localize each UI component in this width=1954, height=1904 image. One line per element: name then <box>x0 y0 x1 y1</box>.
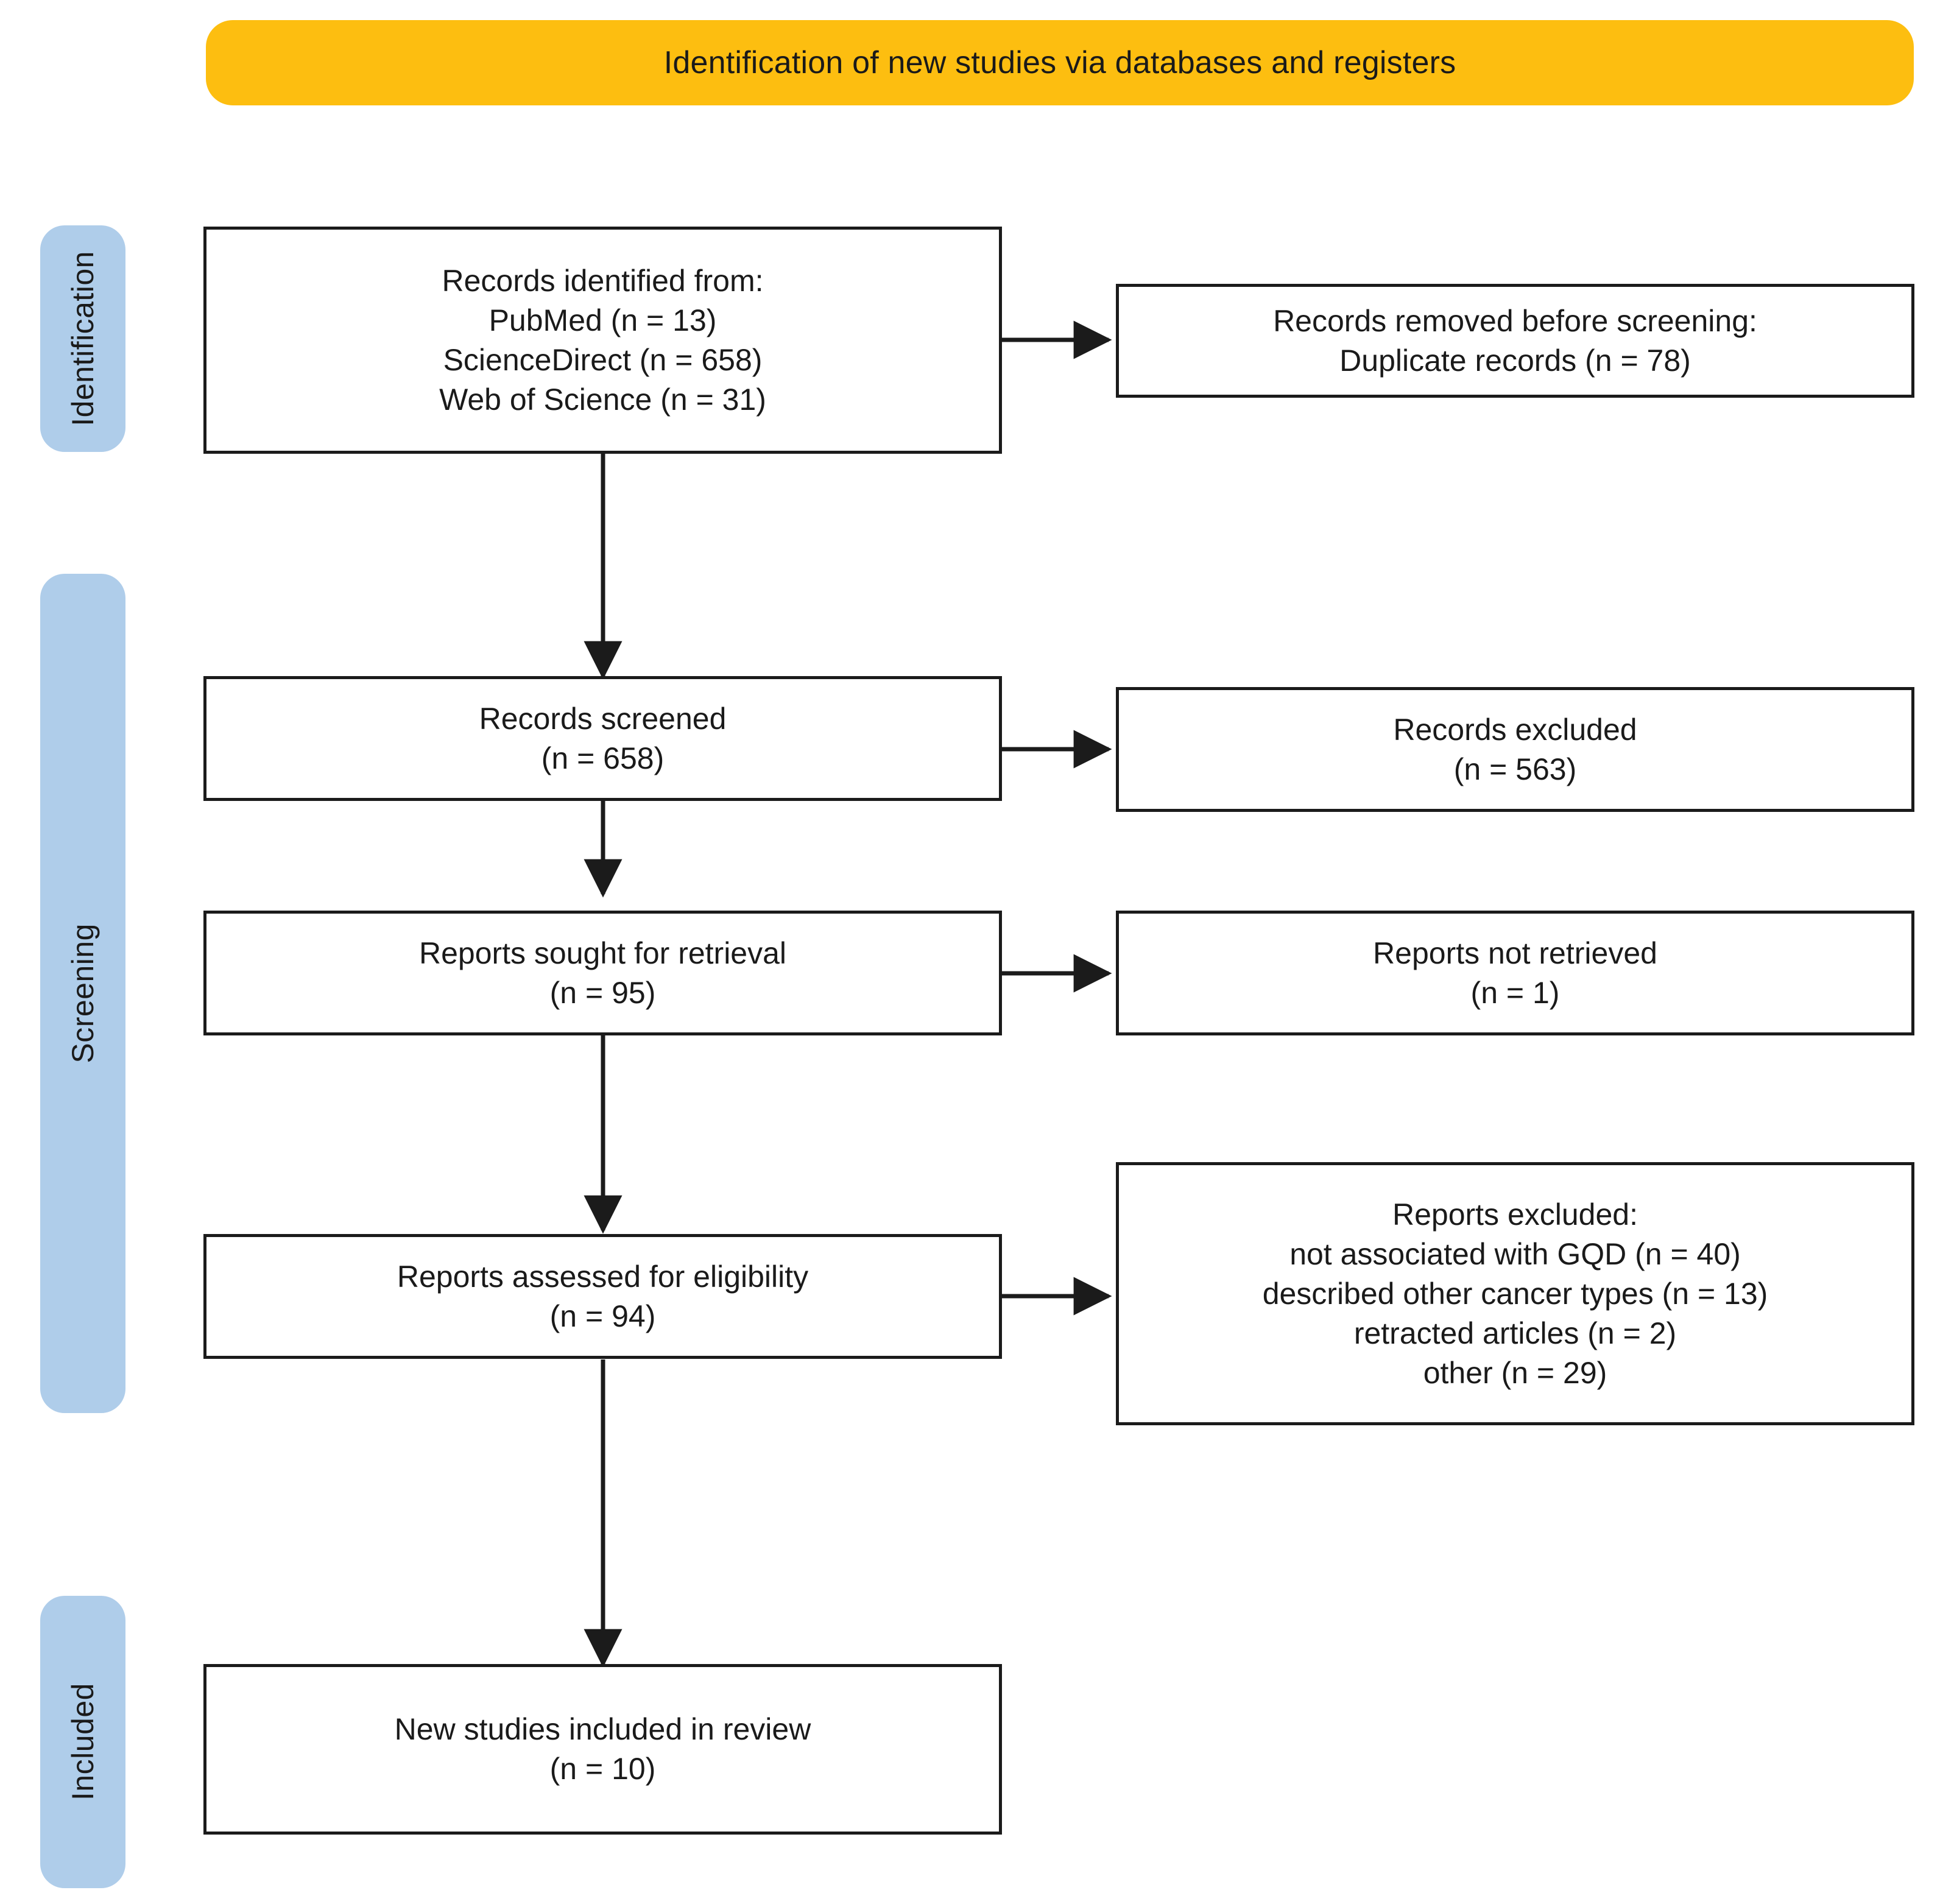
box-new-studies-included-in-review: New studies included in review (n = 10) <box>203 1664 1002 1835</box>
box-line: New studies included in review <box>394 1712 811 1746</box>
phase-pill-identification: Identification <box>40 225 125 452</box>
box-line: (n = 94) <box>549 1299 656 1333</box>
phase-label-screening: Screening <box>66 923 100 1063</box>
box-records-screened: Records screened (n = 658) <box>203 676 1002 801</box>
diagram-header-banner: Identification of new studies via databa… <box>206 20 1914 105</box>
box-reports-excluded: Reports excluded: not associated with GQ… <box>1116 1162 1914 1425</box>
box-line: ScienceDirect (n = 658) <box>443 342 763 377</box>
box-line: (n = 1) <box>1470 975 1560 1010</box>
box-line: Reports sought for retrieval <box>418 936 787 970</box>
box-records-removed-before-screening: Records removed before screening: Duplic… <box>1116 284 1914 398</box>
box-line: (n = 10) <box>549 1752 656 1786</box>
box-line: Records removed before screening: <box>1273 303 1757 338</box>
box-line: Reports assessed for eligibility <box>397 1259 809 1294</box>
box-line: Reports not retrieved <box>1373 936 1657 970</box>
box-line: (n = 658) <box>541 741 665 775</box>
box-line: Duplicate records (n = 78) <box>1339 343 1691 378</box>
box-line: Web of Science (n = 31) <box>439 382 766 417</box>
box-records-excluded: Records excluded (n = 563) <box>1116 687 1914 812</box>
box-reports-sought-for-retrieval: Reports sought for retrieval (n = 95) <box>203 911 1002 1035</box>
box-reports-assessed-for-eligibility: Reports assessed for eligibility (n = 94… <box>203 1234 1002 1359</box>
box-line: Records identified from: <box>442 263 764 298</box>
phase-pill-included: Included <box>40 1596 125 1888</box>
box-line: Reports excluded: <box>1392 1197 1638 1232</box>
box-line: Records screened <box>479 701 727 736</box>
box-line: not associated with GQD (n = 40) <box>1289 1236 1741 1271</box>
phase-label-included: Included <box>66 1683 100 1801</box>
phase-label-identification: Identification <box>66 251 100 426</box>
box-line: described other cancer types (n = 13) <box>1262 1276 1768 1311</box>
box-line: retracted articles (n = 2) <box>1353 1316 1677 1350</box>
box-line: (n = 95) <box>549 975 656 1010</box>
box-line: (n = 563) <box>1453 752 1577 786</box>
box-records-identified: Records identified from: PubMed (n = 13)… <box>203 227 1002 454</box>
box-reports-not-retrieved: Reports not retrieved (n = 1) <box>1116 911 1914 1035</box>
box-line: Records excluded <box>1393 712 1637 747</box>
phase-pill-screening: Screening <box>40 574 125 1413</box>
box-line: other (n = 29) <box>1423 1355 1607 1390</box>
box-line: PubMed (n = 13) <box>488 303 717 337</box>
page-title: Identification of new studies via databa… <box>663 45 1456 80</box>
